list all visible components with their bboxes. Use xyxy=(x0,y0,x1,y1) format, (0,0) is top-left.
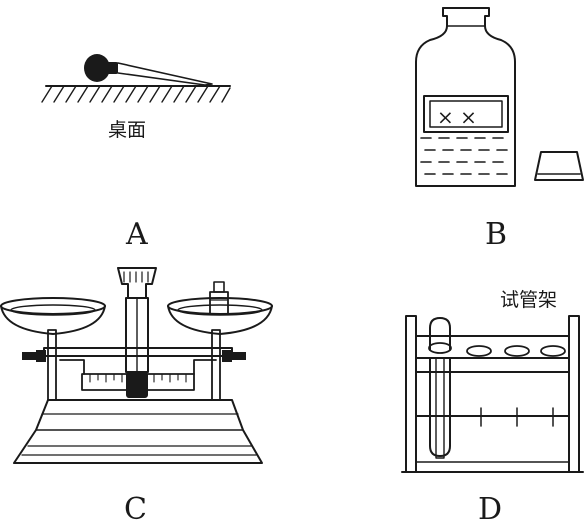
bottle-stopper-on-table xyxy=(534,151,584,181)
test-tube-rack-label: 试管架 xyxy=(500,289,557,311)
panel-letter-c: C xyxy=(124,492,147,523)
pan-balance-illustration xyxy=(0,267,273,464)
test-tube-rack-illustration xyxy=(401,315,584,473)
panel-c: C xyxy=(0,267,273,523)
panel-letter-d: D xyxy=(478,492,502,523)
panel-letter-b: B xyxy=(485,217,507,252)
panel-b: × × B xyxy=(415,7,584,252)
reagent-bottle-illustration: × × xyxy=(415,7,516,187)
panel-letter-a: A xyxy=(125,217,148,252)
desk-label: 桌面 xyxy=(108,119,146,141)
bottle-label-marks: × × xyxy=(437,105,477,129)
dropper-on-desk-illustration xyxy=(41,54,231,103)
panel-a: 桌面 A xyxy=(41,54,231,252)
panel-d: 试管架 D xyxy=(401,289,584,523)
